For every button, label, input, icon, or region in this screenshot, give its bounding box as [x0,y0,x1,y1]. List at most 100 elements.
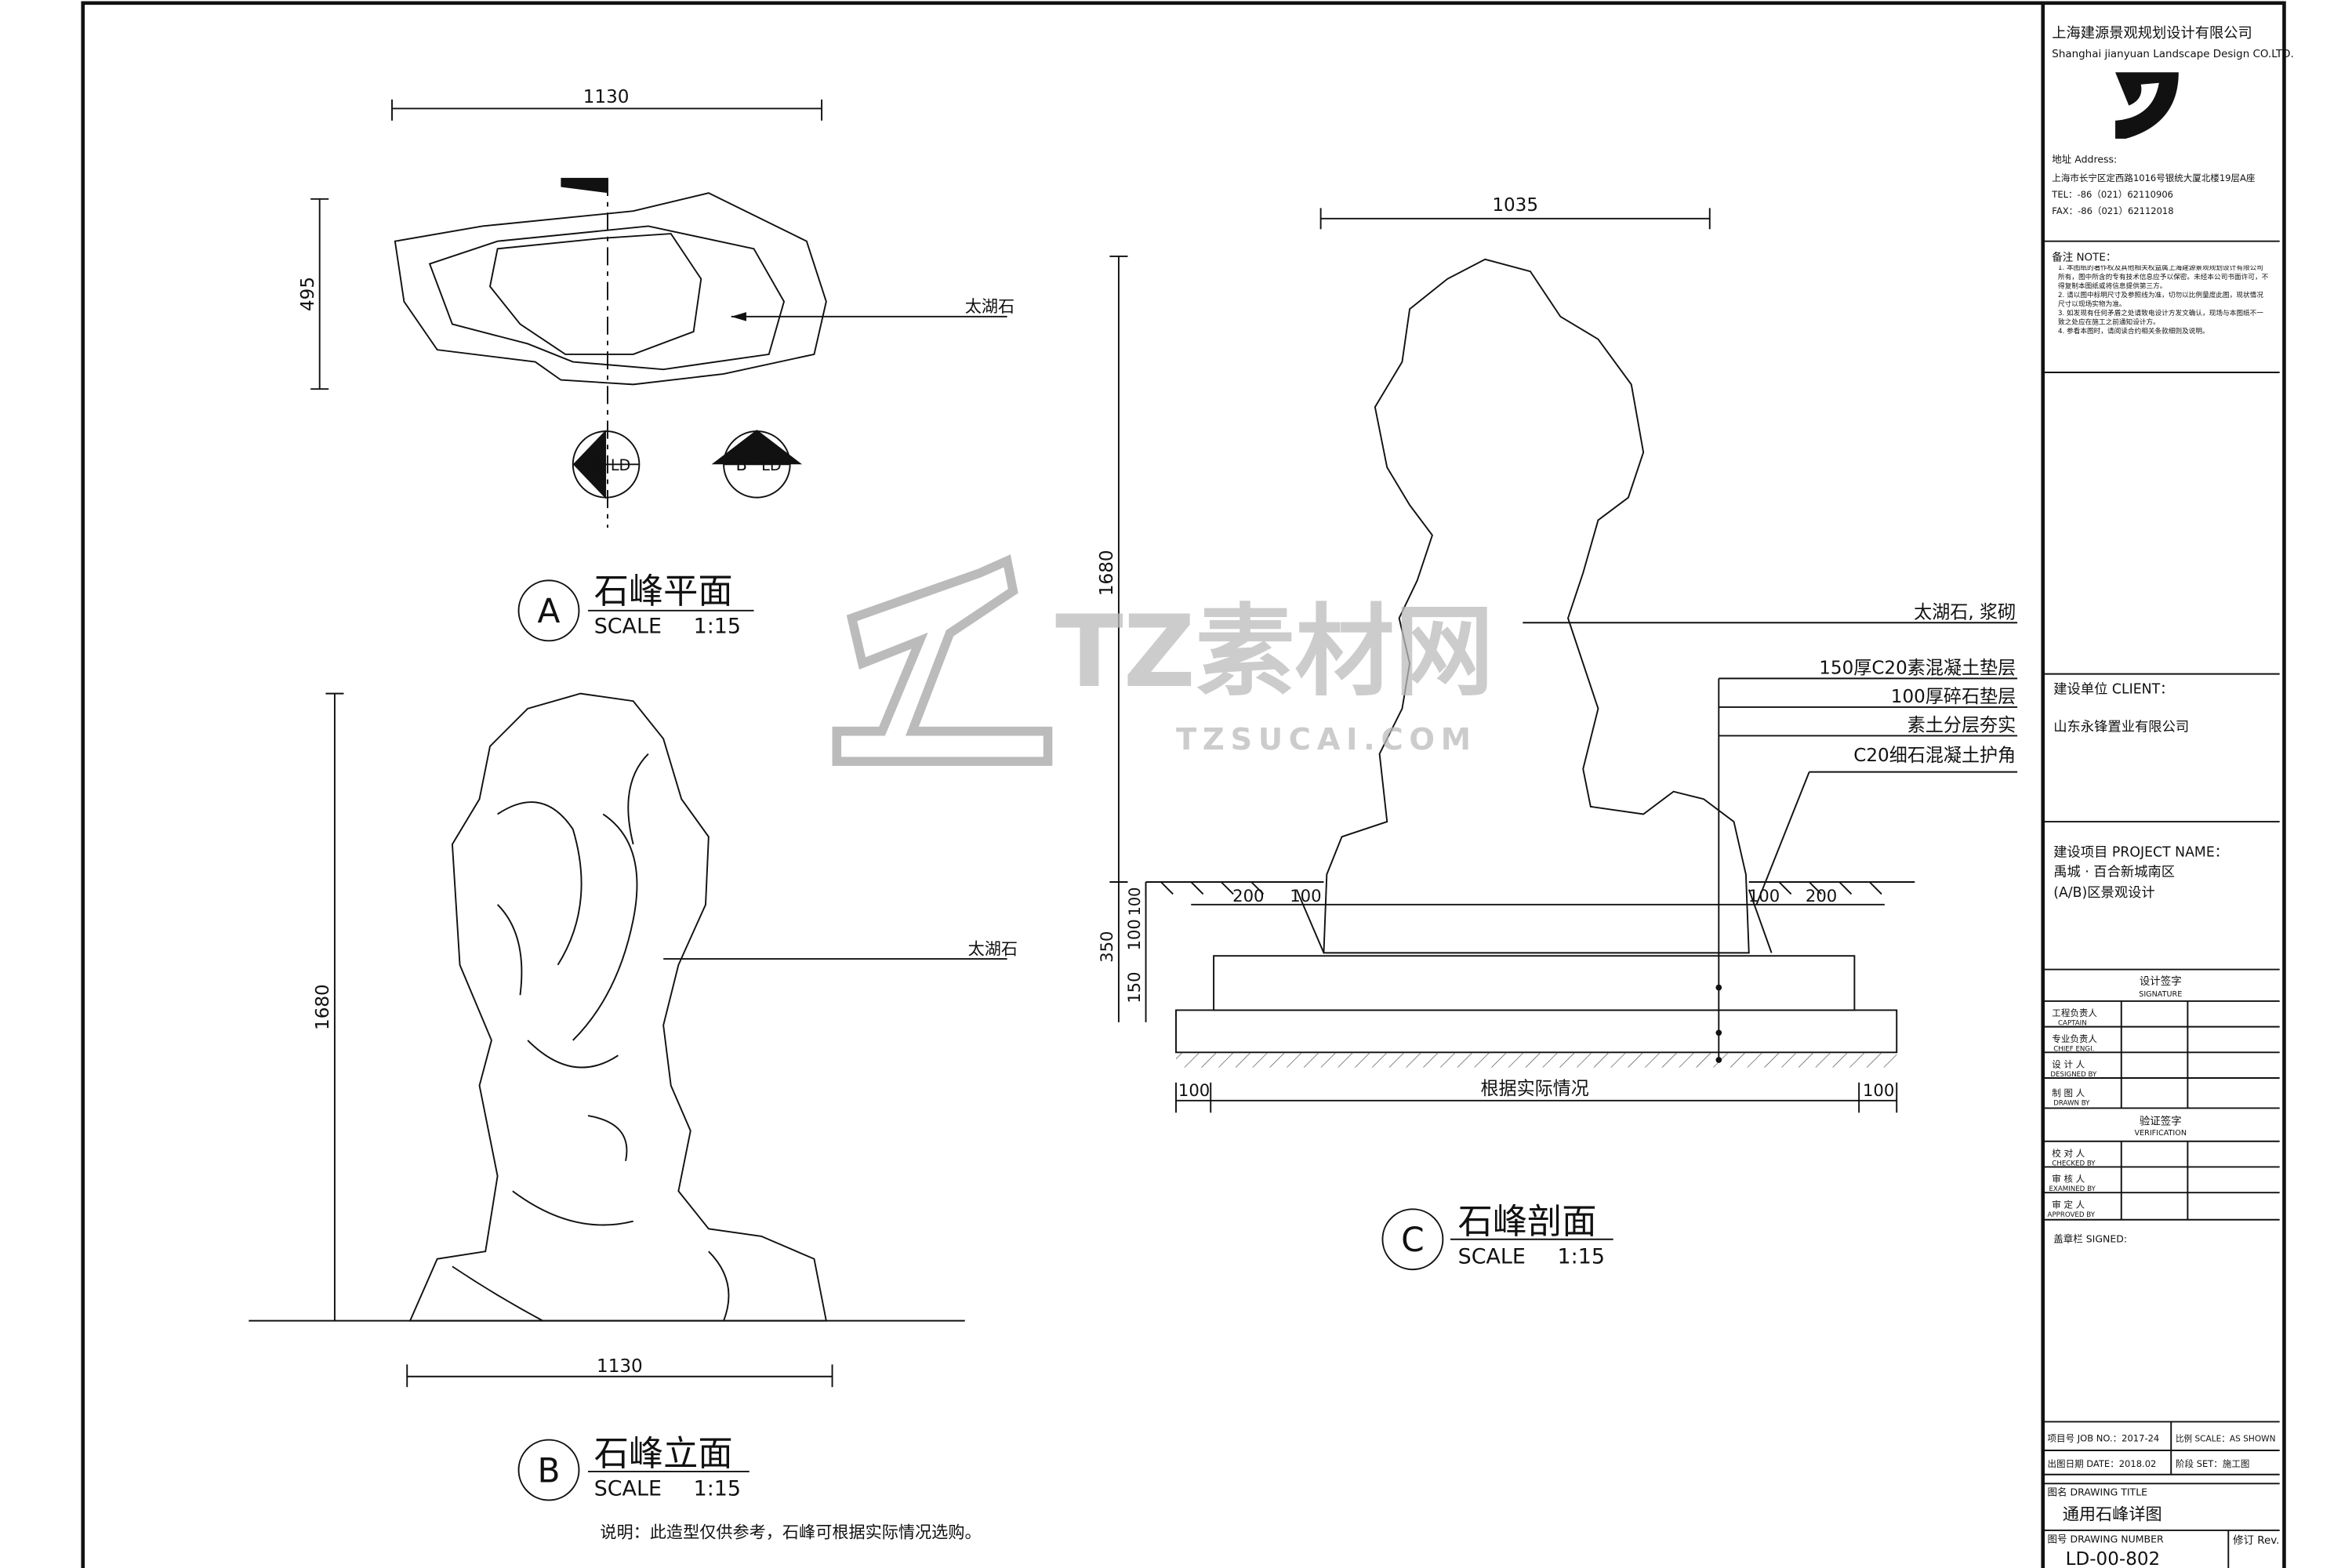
verify-row-cn: 审 定 人 [2052,1199,2085,1210]
section-label: 太湖石, 浆砌 [1914,602,2016,622]
elevation-note: 说明：此造型仅供参考，石峰可根据实际情况选购。 [600,1523,981,1542]
section-marker-c: C LD [572,430,641,499]
company-name-cn: 上海建源景观规划设计有限公司 [2052,25,2252,42]
dimension-plan-height: 495 [298,198,329,390]
revision-label: 修订 Rev. [2233,1534,2279,1547]
elevation-view-b: 1680 太湖石 1130 B 石峰立面 SCALE 1:15 说明：此造型仅供… [249,692,1018,1542]
fax: FAX：-86（021）62112018 [2052,205,2173,216]
dim-text: 495 [298,277,318,311]
address: 上海市长宁区定西路1016号银统大厦北楼19层A座 [2052,172,2255,183]
project-name-1: 禹城 · 百合新城南区 [2053,864,2175,880]
stage-field: 阶段 SET：施工图 [2176,1458,2249,1469]
date-field: 出图日期 DATE：2018.02 [2048,1458,2157,1469]
dim-text: 100 [1126,887,1144,916]
verify-row-cn: 审 核 人 [2052,1174,2085,1185]
dim-text: 1680 [313,984,333,1030]
verify-row-cn: 校 对 人 [2052,1148,2085,1159]
title-block: 上海建源景观规划设计有限公司 Shanghai jianyuan Landsca… [2042,25,2294,1568]
section-label: 素土分层夯实 [1907,716,2016,736]
scale-value: 1:15 [694,615,741,639]
plan-leader-label: 太湖石 [965,296,1014,316]
dim-text: 100 [1178,1080,1210,1100]
verify-row-en: CHECKED BY [2052,1160,2096,1168]
section-label: 150厚C20素混凝土垫层 [1819,659,2016,679]
sign-row-cn: 制 图 人 [2052,1087,2085,1098]
dim-text: 100 [1124,919,1144,950]
project-label: 建设项目 PROJECT NAME： [2053,844,2228,860]
dimension-elev-height: 1680 [313,692,344,1321]
drawing-title: 通用石峰详图 [2063,1504,2162,1523]
compacted-soil [1176,1052,1897,1068]
drawing-title-a: A 石峰平面 SCALE 1:15 [517,572,754,642]
rock-section-hatched [1323,258,1750,954]
rock-elevation-outline [408,692,828,1322]
marker-letter: C [591,455,603,474]
dimension-section-bottom: 100 100 根据实际情况 [1175,1079,1898,1113]
section-view-c: 1035 1680 350 150 100 100 200 100 100 20… [1097,195,2018,1271]
dim-text: 100 [1863,1080,1894,1100]
dim-text: 1130 [597,1356,643,1377]
sign-row-en: CAPTAIN [2058,1020,2087,1028]
project-name-2: (A/B)区景观设计 [2053,885,2155,901]
signature-heading-en: SIGNATURE [2139,990,2182,999]
verify-row-en: EXAMINED BY [2049,1185,2096,1193]
address-label: 地址 Address: [2052,154,2117,165]
verification-heading-en: VERIFICATION [2135,1129,2187,1138]
title-letter: B [537,1451,560,1490]
dim-text: 150 [1124,971,1144,1003]
signed-label: 盖章栏 SIGNED: [2053,1233,2127,1245]
drawing-number-label: 图号 DRAWING NUMBER [2048,1533,2164,1544]
sign-row-en: DRAWN BY [2053,1100,2090,1108]
drawing-title-b: B 石峰立面 SCALE 1:15 [517,1434,750,1501]
note-item: 2. 请以图中标明尺寸及参照线为准，切勿以比例量度此图，现状情况尺寸以现场实物为… [2058,292,2263,310]
drawing-title-c: C 石峰剖面 SCALE 1:15 [1381,1202,1613,1271]
elev-leader-label: 太湖石 [968,938,1018,958]
dimension-section-height: 1680 350 150 100 100 [1097,255,1147,1022]
scale-value: 1:15 [1558,1245,1605,1269]
watermark: TZ素材网 TZSUCAI.COM [832,554,1494,766]
drawing-title-label: 图名 DRAWING TITLE [2048,1486,2148,1498]
dim-text: 根据实际情况 [1481,1079,1589,1099]
concrete-base-layer [1213,955,1856,1011]
marker-sheet: LD [761,456,782,474]
section-label: C20细石混凝土护角 [1853,746,2016,766]
marker-sheet: LD [611,456,631,474]
section-leaders: 太湖石, 浆砌 150厚C20素混凝土垫层 100厚碎石垫层 素土分层夯实 C2… [1523,602,2018,1063]
company-logo-icon [2115,72,2179,139]
dim-text: 1680 [1097,550,1117,596]
dim-text: 200 [1806,886,1837,906]
watermark-text: TZ素材网 [1055,593,1494,710]
section-marker-b: B LD [711,430,803,499]
signature-heading: 设计签字 [2140,975,2182,988]
title-letter: A [538,592,561,630]
scale-field: 比例 SCALE：AS SHOWN [2176,1433,2276,1443]
title-text: 石峰立面 [594,1434,733,1474]
sign-row-cn: 专业负责人 [2052,1033,2097,1044]
scale-label: SCALE [594,1477,662,1501]
scale-value: 1:15 [694,1477,741,1501]
verification-heading: 验证签字 [2140,1115,2182,1128]
title-text: 石峰平面 [594,572,733,612]
note-item: 4. 参看本图时，请阅读合约相关条款细则及说明。 [2058,328,2209,336]
title-text: 石峰剖面 [1458,1202,1597,1242]
sign-row-en: DESIGNED BY [2050,1071,2097,1079]
note-item: 1. 本图纸的著作权及其他相关权益属上海建源景观规划设计有限公司所有，图中所含的… [2058,265,2269,292]
sign-row-cn: 工程负责人 [2052,1007,2097,1018]
dim-text: 1130 [583,87,630,107]
signature-table: 设计签字 SIGNATURE 工程负责人 CAPTAIN 专业负责人 CHIEF… [2042,975,2280,1221]
tel: TEL：-86（021）62110906 [2051,189,2173,200]
dim-text: 350 [1097,931,1116,963]
marker-letter: B [735,455,747,474]
client-label: 建设单位 CLIENT： [2053,682,2173,698]
section-label: 100厚碎石垫层 [1891,687,2016,707]
gravel-layer [1175,1009,1898,1054]
dimension-section-width: 1035 [1319,195,1711,230]
dimension-elev-width: 1130 [406,1356,833,1388]
sign-row-cn: 设 计 人 [2052,1059,2085,1070]
sheet-border [81,1,2286,1568]
dim-text: 100 [1290,886,1321,906]
verify-row-en: APPROVED BY [2048,1211,2096,1219]
dim-text: 200 [1232,886,1264,906]
dimension-edge-offsets: 200 100 100 200 [1191,886,1885,906]
